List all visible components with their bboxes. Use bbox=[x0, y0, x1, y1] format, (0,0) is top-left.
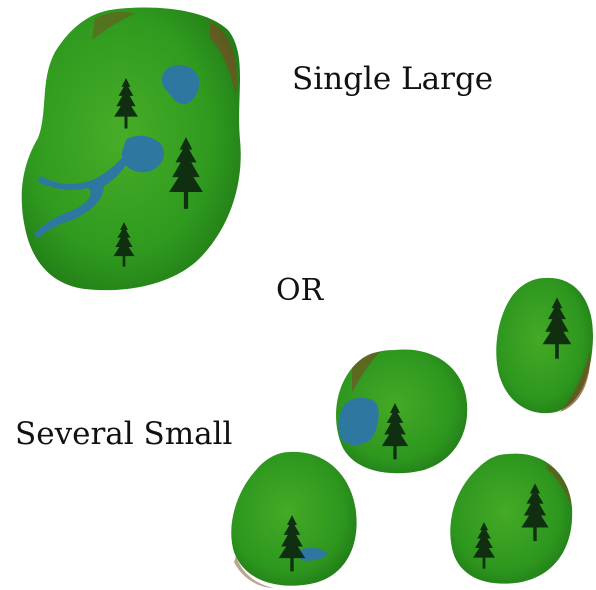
edge-brown-shading bbox=[352, 352, 380, 392]
small-forest-patch bbox=[450, 453, 573, 584]
pond-shape bbox=[161, 65, 200, 105]
or-label: OR bbox=[276, 273, 324, 308]
pond-shape bbox=[121, 135, 165, 173]
single-large-label: Single Large bbox=[292, 61, 494, 97]
edge-brown-shading bbox=[560, 350, 591, 412]
edge-brown-shading bbox=[546, 464, 572, 508]
pond-shape bbox=[300, 547, 328, 561]
river-shape bbox=[34, 156, 128, 238]
small-forest-patch bbox=[231, 451, 357, 588]
large-forest-patch bbox=[21, 7, 241, 291]
small-forest-patch bbox=[496, 277, 594, 414]
pond-shape bbox=[338, 397, 379, 446]
several-small-label: Several Small bbox=[15, 416, 233, 452]
edge-brown-shading bbox=[210, 22, 237, 95]
edge-brown-shading bbox=[92, 11, 135, 40]
edge-brown-shading bbox=[234, 556, 274, 588]
small-forest-patch bbox=[336, 349, 468, 474]
